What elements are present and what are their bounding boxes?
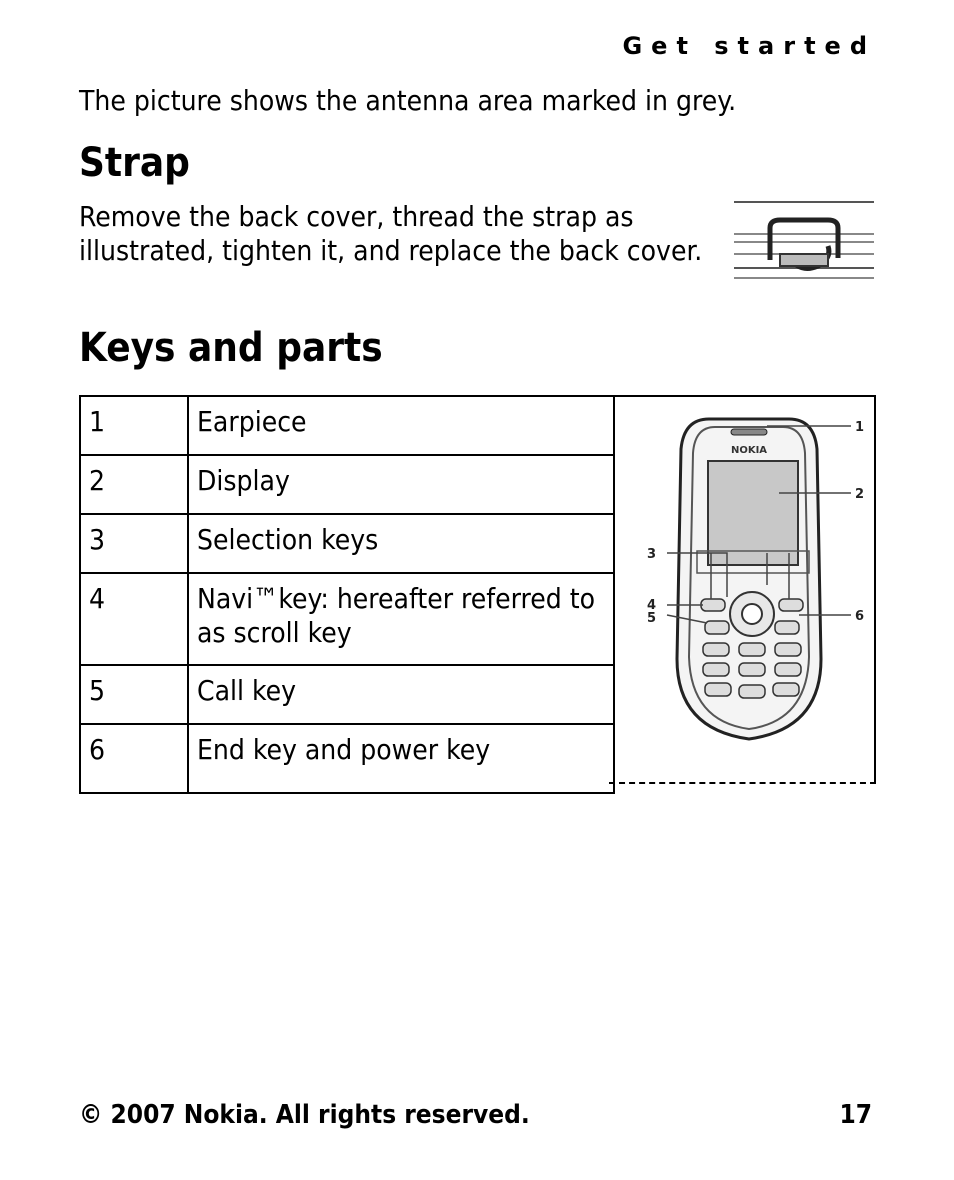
row-label: Selection keys (187, 513, 615, 574)
keys-table: 1 Earpiece 2 Display 3 Selection keys 4 … (79, 395, 615, 794)
strap-illustration (734, 198, 874, 284)
row-number: 6 (79, 723, 189, 794)
intro-text: The picture shows the antenna area marke… (79, 84, 737, 117)
copyright-footer: © 2007 Nokia. All rights reserved. (79, 1100, 530, 1130)
table-row: 5 Call key (79, 664, 615, 725)
callout-6: 6 (855, 609, 864, 624)
row-label: End key and power key (187, 723, 615, 794)
table-row: 1 Earpiece (79, 395, 615, 456)
table-row: 3 Selection keys (79, 513, 615, 574)
row-number: 4 (79, 572, 189, 666)
row-number: 5 (79, 664, 189, 725)
row-label: Earpiece (187, 395, 615, 456)
callout-5: 5 (647, 611, 656, 626)
table-row: 4 Navi™key: hereafter referred to as scr… (79, 572, 615, 666)
row-number: 2 (79, 454, 189, 515)
keys-heading: Keys and parts (79, 325, 383, 371)
row-label: Display (187, 454, 615, 515)
phone-brand: NOKIA (731, 445, 767, 456)
row-label: Navi™key: hereafter referred to as scrol… (187, 572, 615, 666)
callout-1: 1 (855, 420, 864, 435)
table-row: 6 End key and power key (79, 723, 615, 794)
row-number: 1 (79, 395, 189, 456)
callout-2: 2 (855, 487, 864, 502)
row-label: Call key (187, 664, 615, 725)
strap-instructions: Remove the back cover, thread the strap … (79, 200, 703, 267)
callout-3: 3 (647, 547, 656, 562)
table-row: 2 Display (79, 454, 615, 515)
running-header: Get started (622, 32, 876, 60)
strap-heading: Strap (79, 140, 190, 186)
row-number: 3 (79, 513, 189, 574)
page-number: 17 (839, 1100, 872, 1130)
phone-diagram: NOKIA (647, 417, 864, 741)
phone-diagram-cell: NOKIA (609, 395, 876, 784)
callout-4: 4 (647, 598, 656, 613)
